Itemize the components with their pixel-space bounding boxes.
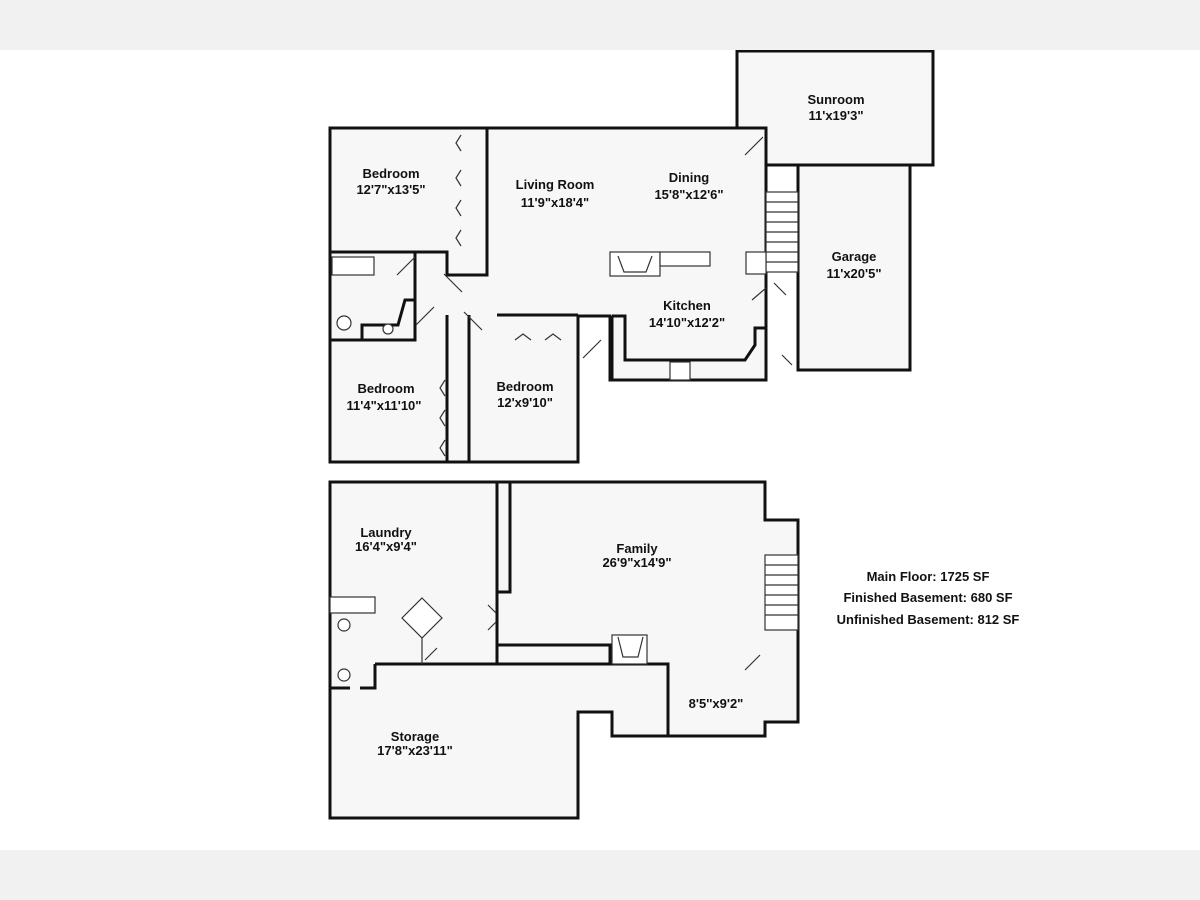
main-floor-plan: Sunroom 11'x19'3" Bedroom 12'7"x13'5" Li… <box>328 50 935 464</box>
room-name: Storage <box>391 729 439 744</box>
main-floor-sf: Main Floor: 1725 SF <box>867 569 990 584</box>
room-size: 15'8"x12'6" <box>654 187 723 202</box>
room-name: Dining <box>669 170 709 185</box>
room-name: Sunroom <box>807 92 864 107</box>
floor-plan: Sunroom 11'x19'3" Bedroom 12'7"x13'5" Li… <box>328 50 1020 820</box>
room-size: 12'x9'10" <box>497 395 553 410</box>
basement-stairs <box>764 554 799 631</box>
toilet-icon <box>336 315 352 331</box>
room-name: Bedroom <box>362 166 419 181</box>
room-size: 11'4"x11'10" <box>347 398 422 413</box>
floor-plan-canvas: Sunroom 11'x19'3" Bedroom 12'7"x13'5" Li… <box>0 50 1200 850</box>
room-name: Family <box>616 541 658 556</box>
room-size: 26'9"x14'9" <box>602 555 671 570</box>
unfinished-basement-sf: Unfinished Basement: 812 SF <box>837 612 1020 627</box>
room-name: Laundry <box>360 525 412 540</box>
room-size: 12'7"x13'5" <box>356 182 425 197</box>
sink-icon <box>382 323 394 335</box>
room-size: 11'x19'3" <box>808 108 863 123</box>
main-stairs <box>765 191 799 273</box>
fireplace-icon <box>611 634 648 665</box>
washer-dryer-icon <box>329 596 376 614</box>
room-name: Bedroom <box>496 379 553 394</box>
bathtub-icon <box>331 256 375 276</box>
kitchen-sink-icon <box>669 361 691 381</box>
basement-plan: Laundry 16'4"x9'4" Family 26'9"x14'9" 8'… <box>328 480 800 820</box>
toilet-icon <box>337 668 351 682</box>
room-size: 16'4"x9'4" <box>355 539 417 554</box>
sunroom-area <box>735 50 935 167</box>
room-size: 11'x20'5" <box>826 266 881 281</box>
toilet-icon <box>337 618 351 632</box>
room-name: Kitchen <box>663 298 711 313</box>
fireplace-icon <box>609 251 711 277</box>
room-name: Garage <box>832 249 877 264</box>
room-name: Living Room <box>516 177 595 192</box>
room-size: 8'5''x9'2" <box>689 696 744 711</box>
basement-outline <box>328 480 800 820</box>
room-size: 17'8"x23'11" <box>377 743 453 758</box>
room-size: 11'9"x18'4" <box>521 195 589 210</box>
room-name: Bedroom <box>357 381 414 396</box>
square-footage-summary: Main Floor: 1725 SF Finished Basement: 6… <box>837 569 1020 627</box>
room-size: 14'10"x12'2" <box>649 315 725 330</box>
finished-basement-sf: Finished Basement: 680 SF <box>843 590 1012 605</box>
